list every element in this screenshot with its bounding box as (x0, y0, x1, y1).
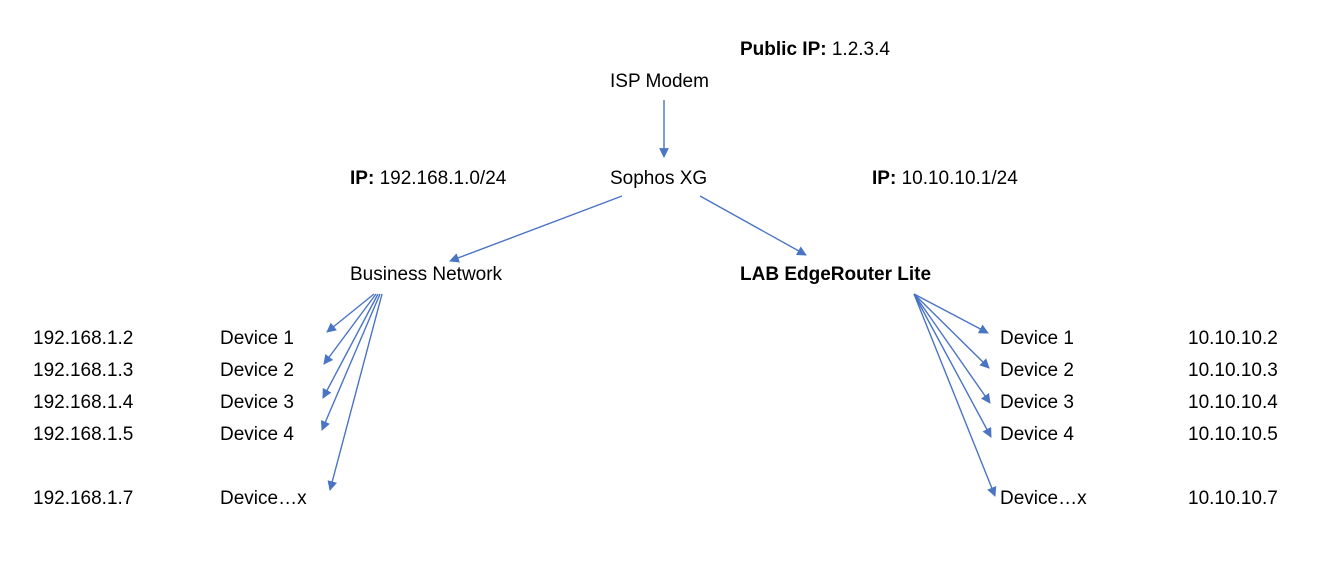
lab-device-4-ip: 10.10.10.5 (1188, 424, 1278, 445)
lab-device-3-ip: 10.10.10.4 (1188, 392, 1278, 413)
business-ip-label: IP: (350, 168, 375, 189)
business-device-4-name: Device 4 (220, 424, 294, 445)
lab-edgerouter-node: LAB EdgeRouter Lite (740, 264, 932, 285)
business-device-2-name: Device 2 (220, 360, 294, 381)
business-network-node: Business Network (350, 264, 503, 285)
lab-device-x-ip: 10.10.10.7 (1188, 488, 1278, 509)
arrow-lab-to-device-x (913, 293, 997, 497)
arrow-lab-to-device-3 (913, 293, 991, 404)
lab-device-1-name: Device 1 (1000, 328, 1074, 349)
arrow-business-to-device-3 (322, 293, 379, 399)
lab-ip-label: IP: (872, 168, 897, 189)
arrow-sophos-to-lab (699, 195, 807, 256)
sophos-xg-node: Sophos XG (610, 168, 708, 189)
lab-device-2-ip: 10.10.10.3 (1188, 360, 1278, 381)
lab-ip-line: IP: 10.10.10.1/24 (872, 168, 1018, 190)
arrow-lab-to-device-1 (913, 293, 989, 334)
business-device-3-name: Device 3 (220, 392, 294, 413)
isp-modem-node: ISP Modem (610, 71, 709, 92)
arrow-lab-to-device-2 (913, 293, 990, 369)
business-device-x-ip: 192.168.1.7 (33, 488, 134, 509)
business-device-3-ip: 192.168.1.4 (33, 392, 134, 413)
lab-device-3-name: Device 3 (1000, 392, 1074, 413)
public-ip-value: 1.2.3.4 (831, 39, 890, 60)
arrow-business-to-device-4 (320, 293, 381, 431)
business-device-1-name: Device 1 (220, 328, 294, 349)
business-ip-value: 192.168.1.0/24 (379, 168, 507, 189)
lab-device-2-name: Device 2 (1000, 360, 1074, 381)
arrow-business-to-device-x (327, 293, 383, 491)
arrow-business-to-device-2 (323, 293, 377, 365)
public-ip-line: Public IP: 1.2.3.4 (740, 39, 890, 61)
arrow-business-to-device-1 (326, 293, 375, 333)
lab-device-1-ip: 10.10.10.2 (1188, 328, 1278, 349)
business-device-4-ip: 192.168.1.5 (33, 424, 134, 445)
arrow-sophos-to-business (449, 195, 623, 263)
arrow-lab-to-device-4 (913, 293, 992, 438)
business-device-1-ip: 192.168.1.2 (33, 328, 134, 349)
lab-ip-value: 10.10.10.1/24 (901, 168, 1018, 189)
lab-device-x-name: Device…x (1000, 488, 1087, 509)
lab-device-4-name: Device 4 (1000, 424, 1074, 445)
business-ip-line: IP: 192.168.1.0/24 (350, 168, 506, 190)
business-device-x-name: Device…x (220, 488, 307, 509)
business-device-2-ip: 192.168.1.3 (33, 360, 134, 381)
public-ip-label: Public IP: (740, 39, 827, 60)
